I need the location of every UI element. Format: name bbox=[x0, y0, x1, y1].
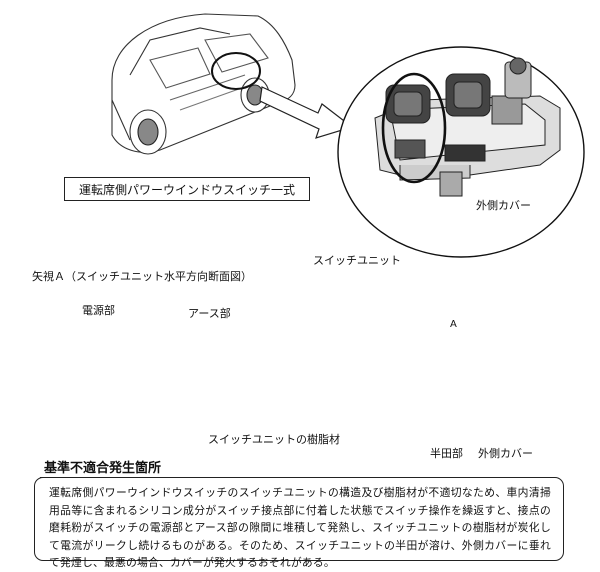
highlight-circle-car bbox=[211, 52, 261, 90]
section-view-title: 矢視Ａ（スイッチユニット水平方向断面図） bbox=[32, 270, 252, 283]
resin-material-label: スイッチユニットの樹脂材 bbox=[208, 433, 340, 446]
power-part-label: 電源部 bbox=[82, 304, 115, 317]
arrow-car-to-assembly bbox=[259, 86, 354, 139]
description-box: 運転席側パワーウインドウスイッチのスイッチユニットの構造及び樹脂材が不適切なため… bbox=[34, 477, 564, 569]
window-switch-assembly-label: 運転席側パワーウインドウスイッチ一式 bbox=[64, 177, 310, 201]
switch-assembly-drawing bbox=[374, 57, 561, 197]
earth-part-label: アース部 bbox=[188, 307, 231, 320]
car-illustration bbox=[111, 13, 296, 155]
defect-location-label: 基準不適合発生箇所 bbox=[40, 457, 166, 479]
solder-part-label: 半田部 bbox=[430, 447, 463, 460]
arrow-a-label: A bbox=[450, 319, 457, 330]
switch-unit-label: スイッチユニット bbox=[313, 254, 401, 267]
switch-unit-highlight bbox=[381, 72, 447, 184]
outer-cover-bottom-label: 外側カバー bbox=[478, 447, 533, 460]
outer-cover-top-label: 外側カバー bbox=[476, 199, 531, 212]
